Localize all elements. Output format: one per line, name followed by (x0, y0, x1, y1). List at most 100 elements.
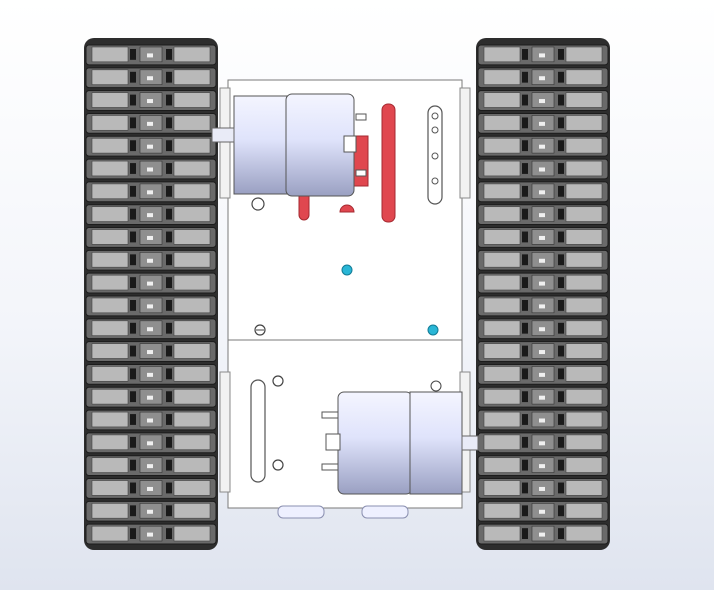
left-track (84, 38, 218, 550)
right-link-gap (522, 117, 528, 129)
right-pin-highlight (539, 167, 545, 172)
right-tread-bar (483, 274, 521, 291)
right-pin-highlight (539, 350, 545, 355)
motor-top-tab (355, 169, 367, 177)
right-pin-highlight (539, 235, 545, 240)
left-link-gap (130, 208, 136, 220)
right-tread-bar (565, 503, 603, 519)
left-link-gap (130, 185, 136, 197)
right-link-gap (522, 482, 528, 494)
right-tread-bar (565, 366, 603, 382)
right-tread-bar (483, 69, 521, 85)
left-link-gap (166, 528, 172, 539)
right-tread-bar (565, 229, 603, 245)
motor-bottom-mount-hole (430, 380, 442, 392)
right-link-gap (558, 345, 564, 357)
red-half-disc (339, 204, 355, 213)
left-pin-highlight (147, 327, 153, 332)
right-pin-highlight (539, 190, 545, 195)
right-tread-bar (483, 411, 521, 428)
left-link-gap (130, 277, 136, 288)
left-pin-highlight (147, 99, 153, 104)
left-tread-bar (173, 92, 211, 108)
motor-top-terminal (343, 135, 357, 153)
left-tread-bar (91, 388, 129, 405)
left-tread-bar (91, 457, 129, 473)
left-tread-bar (173, 480, 211, 496)
motor-bottom-tab (321, 411, 339, 419)
left-tread-bar (91, 183, 129, 200)
right-tread-bar (565, 480, 603, 496)
left-tread-bar (91, 229, 129, 245)
right-pin-highlight (539, 441, 545, 446)
right-track (476, 38, 610, 550)
right-tread-bar (565, 343, 603, 359)
left-link-gap (166, 231, 172, 243)
left-tread-bar (173, 252, 211, 268)
right-tread-bar (565, 137, 603, 154)
left-link-gap (130, 140, 136, 152)
right-link-gap (558, 231, 564, 243)
right-tread-bar (565, 434, 603, 451)
left-tread-bar (173, 457, 211, 473)
left-pin-highlight (147, 304, 153, 309)
right-tread-bar (483, 252, 521, 268)
right-tread-bar (565, 320, 603, 336)
left-tread-bar (91, 366, 129, 382)
right-pin-highlight (539, 395, 545, 400)
left-link-gap (130, 368, 136, 380)
left-tread-bar (173, 206, 211, 222)
right-bracket-top (459, 87, 471, 199)
left-link-gap (166, 208, 172, 220)
right-pin-highlight (539, 486, 545, 491)
slot-hole (431, 152, 439, 160)
motor-top-gearbox (233, 95, 289, 195)
left-tread-bar (91, 137, 129, 154)
motor-bottom-tab (321, 463, 339, 471)
right-link-gap (522, 528, 528, 539)
left-pin-highlight (147, 76, 153, 81)
left-tread-bar (173, 525, 211, 542)
slot-hole (431, 177, 439, 185)
right-link-gap (558, 368, 564, 380)
right-tread-bar (483, 137, 521, 154)
left-tread-bar (173, 69, 211, 85)
right-tread-bar (565, 411, 603, 428)
left-link-gap (166, 140, 172, 152)
left-link-gap (166, 300, 172, 311)
left-pin-highlight (147, 53, 153, 58)
right-link-gap (558, 71, 564, 83)
right-tread-bar (565, 274, 603, 291)
left-link-gap (130, 436, 136, 448)
left-link-gap (130, 322, 136, 334)
motor-top (211, 93, 367, 197)
right-pin-highlight (539, 53, 545, 58)
left-link-gap (166, 391, 172, 403)
right-link-gap (558, 414, 564, 425)
left-pin-highlight (147, 395, 153, 400)
left-link-gap (166, 368, 172, 380)
right-tread-bar (565, 297, 603, 314)
left-tread-bar (173, 160, 211, 177)
left-bracket-bottom (219, 371, 231, 493)
left-pin-highlight (147, 167, 153, 172)
right-pin-highlight (539, 121, 545, 126)
right-pin-highlight (539, 509, 545, 514)
motor-bottom-terminal (325, 433, 341, 451)
left-pin-highlight (147, 281, 153, 286)
motor-bottom (321, 380, 479, 495)
left-tread-bar (173, 411, 211, 428)
left-link-gap (130, 117, 136, 129)
motor-bottom-gearbox (409, 391, 463, 495)
left-link-gap (166, 163, 172, 174)
right-link-gap (558, 277, 564, 288)
left-pin-highlight (147, 258, 153, 263)
left-link-gap (130, 459, 136, 471)
right-tread-bar (483, 525, 521, 542)
left-pin-highlight (147, 121, 153, 126)
red-slot-bar (381, 103, 396, 223)
slot-hole (431, 126, 439, 134)
right-link-gap (558, 300, 564, 311)
